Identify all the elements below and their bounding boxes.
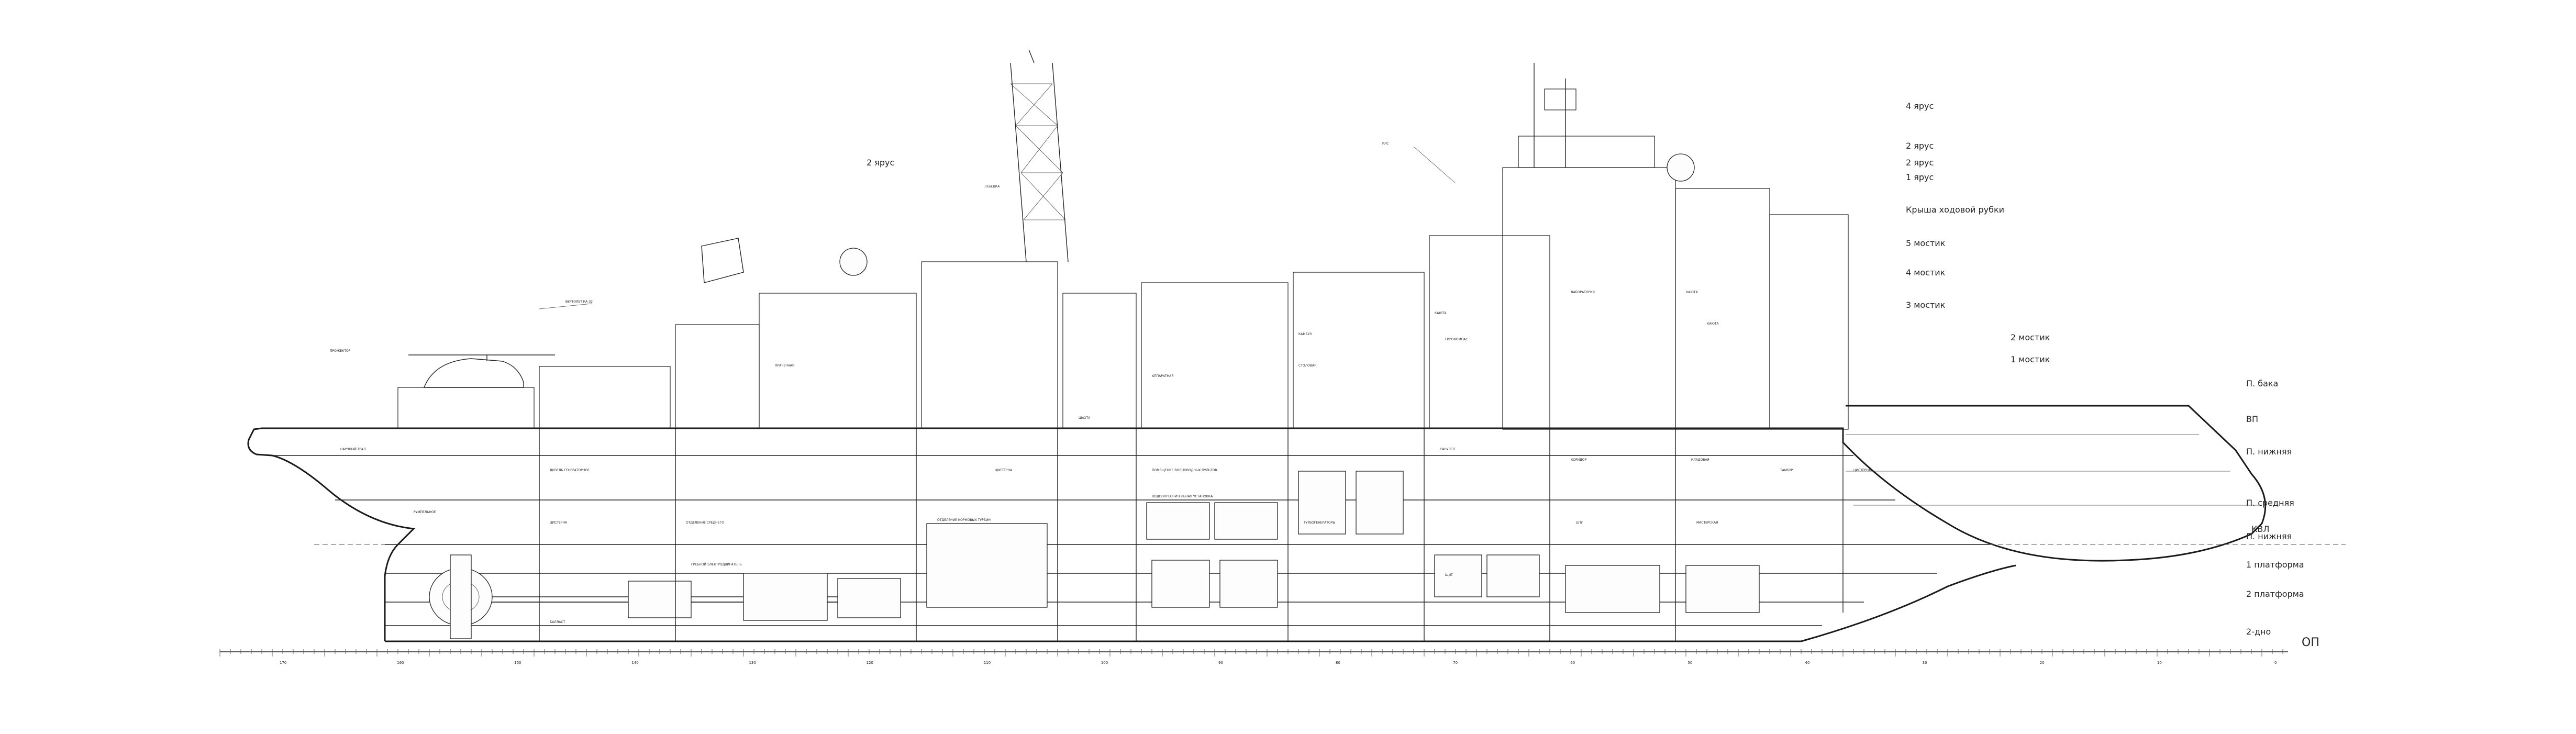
frame-number: 110 [984, 661, 991, 665]
label-bridge-4: 4 мостик [1906, 268, 1946, 277]
label-wheelhouse-roof: Крыша ходовой рубки [1906, 205, 2004, 215]
compartment-label: ТУРБОГЕНЕРАТОРЫ [1303, 521, 1336, 525]
compartment-label: КАЮТА [1686, 291, 1698, 294]
compartment-label: НАУЧНЫЙ ТРАЛ [340, 448, 366, 451]
label-tier-2b: 2 ярус [1906, 158, 1934, 168]
bulkheads [539, 428, 1844, 641]
label-bridge-1: 1 мостик [2011, 354, 2050, 364]
compartment-label: ПРАЧЕЧНАЯ [775, 364, 794, 368]
compartment-label: ЦИСТЕРНА [1853, 469, 1871, 472]
frame-number: 30 [1923, 661, 1927, 665]
compartment-label: КЛАДОВАЯ [1691, 458, 1709, 462]
compartment-label: ЦИСТЕРНА [550, 521, 568, 525]
label-deck-3: П. средняя [2246, 498, 2294, 508]
label-deck-upper-abbr: ВП [2246, 414, 2258, 424]
compartment-label: ЛАБОРАТОРИЯ [1571, 291, 1595, 294]
label-platform-2: 2 платформа [2246, 589, 2304, 599]
frame-number: 170 [280, 661, 286, 665]
compartment-labels: НАУЧНЫЙ ТРАЛ ДИЗЕЛЬ ГЕНЕРАТОРНОЕ ОТДЕЛЕНИЕ… [340, 291, 1871, 624]
callouts: ВЕРТОЛЕТ КА-32 РЛС ПРОЖЕКТОР ЛЕБЕДКА [330, 142, 1456, 353]
hull-outline [247, 405, 2346, 642]
aft-mast [1010, 49, 1069, 262]
compartment-label: ВОДООПРЕСНИТЕЛЬНАЯ УСТАНОВКА [1152, 495, 1213, 498]
superstructure [397, 49, 1849, 430]
label-platform-1: 1 платформа [2246, 560, 2304, 570]
label-deck-2: П. нижняя [2246, 447, 2292, 457]
label-tier-2a: 2 ярус [1906, 141, 1934, 151]
frame-number: 70 [1453, 661, 1458, 665]
compartment-label: КОРИДОР [1571, 458, 1586, 462]
compartment-label: САНУЗЕЛ [1440, 448, 1455, 451]
frame-number: 60 [1570, 661, 1575, 665]
helicopter-icon [408, 354, 555, 388]
frame-number: 140 [631, 661, 638, 665]
compartment-label: ПОМЕЩЕНИЕ ВОЛНОВОДНЫХ ПУЛЬТОВ [1152, 469, 1217, 472]
frame-number: 130 [749, 661, 756, 665]
frame-number: 120 [867, 661, 873, 665]
radar-dome-aft-icon [839, 248, 868, 276]
machinery [926, 471, 1760, 613]
frame-number: 40 [1805, 661, 1810, 665]
stern-propulsion [429, 554, 901, 639]
frame-number: 150 [514, 661, 521, 665]
label-tier-1: 1 ярус [1906, 172, 1934, 182]
compartment-label: СТОЛОВАЯ [1298, 364, 1316, 368]
compartment-label: РУМПЕЛЬНОЕ [414, 510, 436, 514]
compartment-label: ГРЕБНОЙ ЭЛЕКТРОДВИГАТЕЛЬ [691, 563, 742, 566]
level-labels: 4 ярус 2 ярус 2 ярус 1 ярус Крыша ходово… [867, 101, 2319, 649]
label-deck-upper: П. бака [2246, 379, 2278, 388]
label-tier-4: 4 ярус [1906, 101, 1934, 111]
label-baseline: ОП [2302, 636, 2319, 649]
label-bridge-2: 2 мостик [2011, 332, 2050, 342]
fore-mast [1534, 63, 1576, 168]
label-deck-4: П. нижняя [2246, 531, 2292, 541]
compartment-label: ДИЗЕЛЬ ГЕНЕРАТОРНОЕ [550, 469, 590, 472]
frame-number: 0 [2274, 661, 2277, 665]
compartment-label: КАЮТА [1707, 322, 1719, 326]
compartment-label: ШАХТА [1079, 416, 1091, 420]
frame-number: 90 [1218, 661, 1223, 665]
compartment-label: ОТДЕЛЕНИЕ КОРМОВЫХ ТУРБИН [937, 518, 991, 522]
frame-number: 20 [2040, 661, 2045, 665]
radar-dome-fore-icon [1667, 153, 1695, 182]
frame-number: 80 [1336, 661, 1340, 665]
compartment-label: АППАРАТНАЯ [1152, 374, 1173, 378]
label-tier-2-aft: 2 ярус [867, 158, 894, 168]
frame-number: 10 [2157, 661, 2162, 665]
callout-aft-mast-note: ЛЕБЕДКА [984, 185, 1000, 188]
compartment-label: КАМБУЗ [1298, 332, 1312, 336]
label-waterline: КВЛ [2251, 524, 2269, 534]
callout-radar-station: РЛС [1382, 142, 1389, 146]
compartment-label: КАЮТА [1435, 312, 1447, 315]
frame-ticks [219, 649, 2283, 657]
compartment-label: ЩИТ [1445, 573, 1453, 577]
compartment-label: МАСТЕРСКАЯ [1696, 521, 1718, 525]
label-bridge-3: 3 мостик [1906, 300, 1946, 310]
compartment-label: ОТДЕЛЕНИЕ СРЕДНЕГО [686, 521, 724, 525]
compartment-label: ТАМБУР [1780, 469, 1793, 472]
compartment-label: ЦИСТЕРНА [995, 469, 1013, 472]
callout-helicopter: ВЕРТОЛЕТ КА-32 [565, 300, 593, 304]
compartment-label: ЦПУ [1576, 521, 1583, 525]
label-double-bottom: 2-дно [2246, 627, 2271, 637]
callout-antenna: ПРОЖЕКТОР [330, 349, 351, 353]
frame-number: 50 [1687, 661, 1692, 665]
compartment-label: БАЛЛАСТ [550, 620, 565, 624]
compartment-label: ГИРОКОМПАС [1445, 338, 1468, 341]
label-bridge-5: 5 мостик [1906, 238, 1946, 248]
flag-icon [701, 238, 744, 283]
frame-number: 100 [1101, 661, 1108, 665]
propulsion-motor [743, 573, 828, 621]
frame-number: 160 [397, 661, 404, 665]
